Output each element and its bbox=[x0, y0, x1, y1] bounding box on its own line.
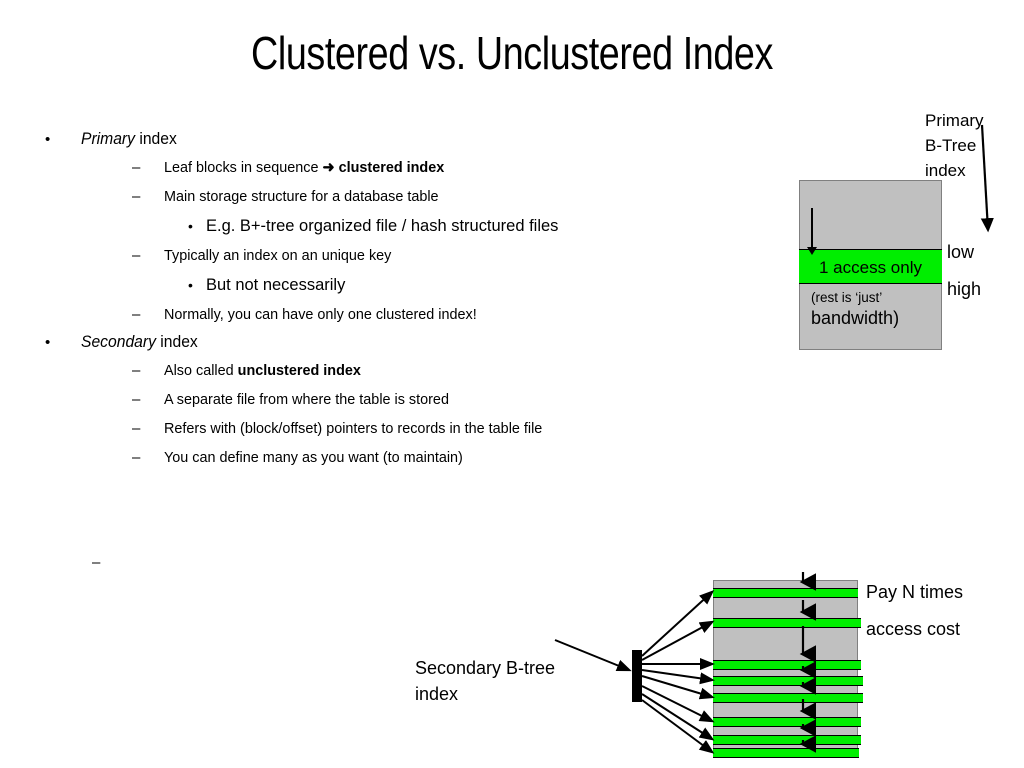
page-title: Clustered vs. Unclustered Index bbox=[251, 27, 773, 79]
primary-rest-label: (rest is ‘just’ bbox=[811, 290, 883, 305]
list-item-rest: index bbox=[135, 130, 177, 148]
list-item: • Primary index bbox=[40, 126, 700, 153]
bullet-marker-dot: • bbox=[188, 218, 193, 234]
secondary-sequential-scan-arrows bbox=[799, 572, 817, 753]
list-item: – Also called unclustered index bbox=[40, 356, 700, 385]
access-cost-label: access cost bbox=[866, 619, 961, 639]
table-green-band bbox=[713, 748, 859, 758]
list-item-text: Normally, you can have only one clustere… bbox=[164, 306, 477, 323]
list-item-rest: index bbox=[155, 333, 198, 351]
pay-n-times-label: Pay N times bbox=[866, 582, 964, 602]
secondary-index-pointer-arrows bbox=[554, 589, 715, 754]
table-green-band bbox=[713, 618, 861, 628]
list-item-empty-dash: – bbox=[92, 554, 101, 571]
list-item: – Main storage structure for a database … bbox=[40, 182, 700, 211]
list-item-emphasis: Secondary bbox=[81, 333, 156, 351]
bullet-marker-dash: – bbox=[132, 449, 141, 466]
table-green-band bbox=[713, 676, 863, 686]
list-item-text: Primary index bbox=[81, 126, 177, 153]
secondary-index-bar bbox=[632, 650, 642, 702]
list-item-text: Refers with (block/offset) pointers to r… bbox=[164, 420, 543, 437]
bullet-marker-dash: – bbox=[132, 362, 141, 379]
bullet-marker-dot: • bbox=[45, 131, 51, 148]
primary-seek-arrow-icon bbox=[807, 208, 817, 255]
list-item-text: Leaf blocks in sequence ➜ clustered inde… bbox=[164, 153, 444, 182]
low-boundary-label: low bbox=[947, 242, 975, 262]
table-green-band bbox=[713, 588, 858, 598]
list-item: • E.g. B+-tree organized file / hash str… bbox=[40, 211, 700, 241]
bullet-marker-dash: – bbox=[132, 306, 141, 323]
list-item-text: A separate file from where the table is … bbox=[164, 391, 449, 408]
list-item: – Normally, you can have only one cluste… bbox=[40, 300, 700, 329]
bullet-list: • Primary index – Leaf blocks in sequenc… bbox=[40, 126, 700, 472]
list-item: – Refers with (block/offset) pointers to… bbox=[40, 414, 700, 443]
secondary-btree-index-label: Secondary B-tree index bbox=[415, 658, 556, 704]
primary-access-label: 1 access only bbox=[819, 258, 922, 277]
primary-bandwidth-label: bandwidth) bbox=[811, 308, 900, 328]
list-item-text: Main storage structure for a database ta… bbox=[164, 188, 439, 205]
bullet-marker-dot: • bbox=[188, 277, 193, 293]
list-item-text: Secondary index bbox=[81, 329, 198, 356]
table-green-band bbox=[713, 717, 861, 727]
table-green-band bbox=[713, 693, 863, 703]
list-item-text: Also called unclustered index bbox=[164, 356, 361, 385]
bullet-marker-dash: – bbox=[132, 420, 141, 437]
list-item: • But not necessarily bbox=[40, 270, 700, 300]
table-green-band bbox=[713, 735, 861, 745]
list-item-text: You can define many as you want (to main… bbox=[164, 449, 463, 466]
list-item-text: But not necessarily bbox=[206, 275, 346, 294]
list-item: – Leaf blocks in sequence ➜ clustered in… bbox=[40, 153, 700, 182]
table-green-band bbox=[713, 660, 861, 670]
bullet-marker-dot: • bbox=[45, 334, 51, 351]
list-item-text: Typically an index on an unique key bbox=[164, 247, 392, 264]
list-item: – You can define many as you want (to ma… bbox=[40, 443, 700, 472]
list-item-text: E.g. B+-tree organized file / hash struc… bbox=[206, 216, 559, 235]
primary-index-highlight-band: 1 access only bbox=[799, 249, 942, 284]
right-arrow-icon: ➜ bbox=[322, 159, 335, 176]
list-item: • Secondary index bbox=[40, 329, 700, 356]
high-boundary-label: high bbox=[947, 279, 982, 299]
bullet-marker-dash: – bbox=[132, 188, 141, 205]
list-item-strong: unclustered index bbox=[237, 362, 361, 379]
primary-btree-pointer-arrow-icon bbox=[980, 124, 994, 233]
list-item: – A separate file from where the table i… bbox=[40, 385, 700, 414]
list-item-plain: Also called bbox=[164, 362, 238, 379]
bullet-marker-dash: – bbox=[132, 247, 141, 264]
bullet-marker-dash: – bbox=[132, 391, 141, 408]
bullet-marker-dash: – bbox=[132, 159, 141, 176]
list-item-strong: clustered index bbox=[334, 159, 445, 176]
list-item: – Typically an index on an unique key bbox=[40, 241, 700, 270]
list-item-emphasis: Primary bbox=[81, 130, 136, 148]
list-item-plain: Leaf blocks in sequence bbox=[164, 159, 323, 176]
primary-btree-index-label: Primary B-Tree index bbox=[925, 111, 984, 180]
